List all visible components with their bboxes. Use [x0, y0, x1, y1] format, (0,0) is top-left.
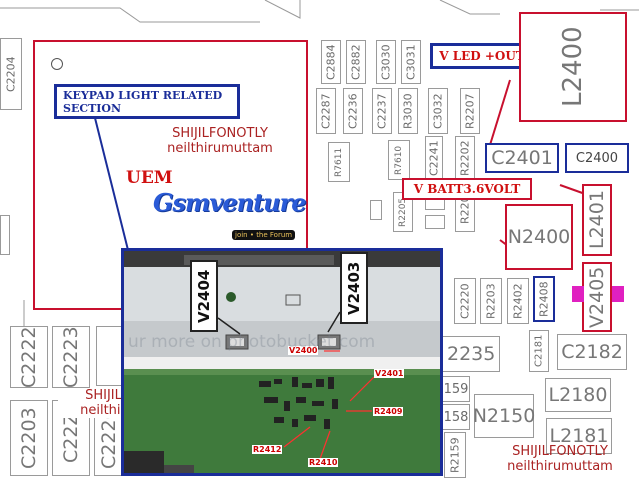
pcb-connector-pin [164, 465, 194, 473]
pcb-label-r2410: R2410 [308, 458, 339, 467]
pcb-label-v2400: V2400 [288, 346, 319, 355]
watermark-line2: neilthirumuttam [167, 141, 273, 156]
pcb-chip [292, 377, 298, 387]
component-c2182: C2182 [557, 334, 627, 370]
watermark-line1: SHIJILFONOTLY [172, 126, 268, 141]
pcb-photo [124, 251, 440, 473]
keypad-light-label: KEYPAD LIGHT RELATED SECTION [54, 84, 240, 119]
test-point [51, 58, 63, 70]
component-left-stub [0, 215, 10, 255]
pcb-chip [296, 397, 306, 403]
pcb-trace [349, 376, 375, 402]
component-l2181: L2181 [546, 418, 612, 454]
component-c2235: 2235 [442, 336, 500, 372]
pcb-chip [302, 383, 312, 388]
pcb-hole [226, 292, 236, 302]
pcb-trace [283, 426, 311, 448]
led-pad-right-inner [322, 338, 336, 346]
pcb-chip [324, 419, 330, 429]
uem-label: UEM [126, 168, 173, 188]
pcb-chip [332, 399, 338, 409]
pcb-chip [316, 379, 324, 387]
gsmventure-logo: Gsmventure [153, 188, 307, 217]
v-batt-label: V BATT3.6VOLT [402, 178, 532, 200]
pcb-chip [304, 415, 316, 421]
watermark-top: SHIJILFONOTLY neilthirumuttam [150, 126, 290, 156]
component-l2180: L2180 [545, 378, 611, 412]
watermark-right: SHIJILFONOTLY neilthirumuttam [490, 444, 630, 474]
component-n2150: N2150 [473, 394, 535, 438]
v2405-marker-right [612, 286, 624, 302]
watermark-right-line2: neilthirumuttam [507, 459, 613, 474]
pcb-chip [264, 397, 278, 403]
component-c159: 159 [442, 376, 470, 402]
component-c2400: C2400 [565, 143, 629, 173]
photobucket-watermark: ur more on photobucket.com [128, 332, 376, 352]
v2405-marker-left [572, 286, 584, 302]
led-pad-left-inner [230, 338, 244, 346]
pcb-chip [328, 377, 334, 389]
pcb-slot [285, 294, 301, 306]
component-c2401: C2401 [485, 143, 559, 173]
component-small-3 [425, 215, 445, 229]
watermark-right-line1: SHIJILFONOTLY [512, 444, 608, 459]
component-stub-a [96, 326, 122, 386]
pcb-white-stripe [124, 357, 440, 369]
gsmventure-tag: join • the Forum [232, 230, 296, 240]
pcb-chip [274, 379, 282, 384]
keypad-pcb-photo-frame: V2400 V2401 R2409 R2412 R2410 [121, 248, 443, 476]
pcb-top-pad [184, 255, 334, 265]
pcb-chip [312, 401, 324, 406]
pcb-chip [292, 419, 298, 427]
pcb-chip [284, 401, 290, 411]
pcb-chip [259, 381, 271, 387]
v-led-out-label: V LED +OUT [430, 43, 534, 69]
pcb-trace [319, 430, 331, 460]
pcb-plastic-shadow [124, 321, 440, 357]
pcb-label-r2412: R2412 [252, 445, 283, 454]
component-small-1 [370, 200, 382, 220]
pcb-chip [274, 417, 284, 423]
pcb-label-v2401: V2401 [374, 369, 405, 378]
pcb-label-r2409: R2409 [373, 407, 404, 416]
pcb-connector [124, 451, 164, 473]
pcb-green-edge [124, 369, 440, 375]
component-n2400: N2400 [505, 204, 573, 270]
